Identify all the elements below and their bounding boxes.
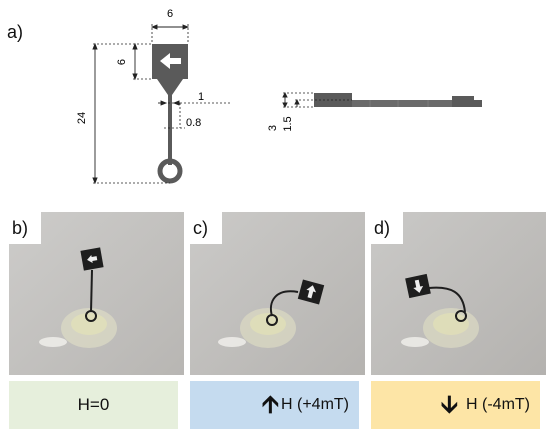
top-view-schematic: 6 6 24 1 0.8 3 1.5 — [76, 8, 482, 185]
panel-label-c: c) — [190, 212, 222, 244]
device-neck — [157, 79, 183, 95]
photo-d: d) — [371, 212, 546, 375]
photo-c: c) — [190, 212, 365, 375]
arrow-down-icon: 🡫 — [440, 391, 459, 418]
caption-d: 🡫 H (-4mT) — [371, 381, 540, 429]
photo-b: b) — [9, 212, 184, 375]
dim-beam-width-2: 0.8 — [186, 117, 201, 129]
dim-head-height: 6 — [116, 59, 128, 65]
arrow-icon — [160, 53, 181, 69]
panel-label-b: b) — [9, 212, 41, 244]
caption-c: 🡩 H (+4mT) — [190, 381, 359, 429]
arrow-up-icon: 🡩 — [261, 391, 279, 418]
dim-beam-width-1: 1 — [198, 91, 204, 103]
caption-b: H=0 — [9, 381, 178, 429]
dim-height-3: 3 — [267, 125, 279, 131]
device-photo — [80, 247, 104, 271]
dim-head-width: 6 — [167, 8, 173, 20]
device-ring — [157, 158, 183, 184]
caption-d-text: H (-4mT) — [466, 396, 530, 413]
dim-total-length: 24 — [76, 112, 88, 124]
device-photo — [405, 273, 431, 299]
caption-b-text: H=0 — [77, 395, 110, 414]
panel-label-d: d) — [371, 212, 403, 244]
caption-c-text: H (+4mT) — [281, 396, 349, 413]
dim-height-1-5: 1.5 — [282, 116, 294, 131]
device-beam — [168, 95, 172, 165]
device-photo — [297, 279, 325, 305]
panel-label-a: a) — [7, 22, 24, 42]
